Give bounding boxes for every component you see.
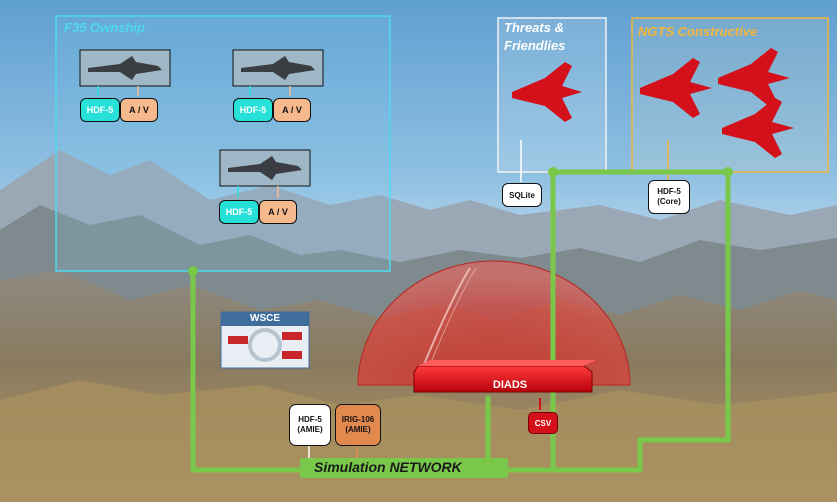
av-storage-1: A / V [120, 98, 158, 122]
hdf5-amie-line2: (AMIE) [297, 425, 323, 434]
irig-amie-line2: (AMIE) [345, 425, 371, 434]
irig-amie-line1: IRIG-106 [341, 415, 375, 424]
f35-ownship-title: F35 Ownship [64, 20, 145, 35]
ngts-constructive-title: NGTS Constructive [638, 24, 758, 39]
csv-storage: CSV [528, 412, 558, 434]
diads-bar [413, 360, 596, 393]
av-storage-2: A / V [273, 98, 311, 122]
f35-jet-3 [219, 149, 311, 187]
hdf5-storage-3: HDF-5 [219, 200, 259, 224]
f35-jet-1 [79, 49, 171, 87]
hdf5-core-line1: HDF-5 [657, 187, 681, 196]
network-nodes [188, 167, 733, 276]
ngts-jets [640, 48, 794, 158]
diads-label: DIADS [492, 379, 528, 391]
simulation-network-bar [300, 458, 508, 478]
threats-friendlies-title-2: Friendlies [504, 38, 566, 53]
threat-jet [512, 62, 582, 122]
wsce-panel [220, 311, 310, 369]
hdf5-storage-2: HDF-5 [233, 98, 273, 122]
diads-dome [357, 260, 631, 386]
wsce-label: WSCE [250, 313, 280, 324]
irig-amie-storage: IRIG-106 (AMIE) [335, 404, 381, 446]
hdf5-core-line2: (Core) [657, 197, 681, 206]
threats-friendlies-title-1: Threats & [504, 20, 564, 35]
f35-jet-2 [232, 49, 324, 87]
simulation-network-label: Simulation NETWORK [314, 459, 462, 475]
hdf5-amie-line1: HDF-5 [298, 415, 322, 424]
sqlite-storage: SQLite [502, 183, 542, 207]
av-storage-3: A / V [259, 200, 297, 224]
hdf5-storage-1: HDF-5 [80, 98, 120, 122]
hdf5-amie-storage: HDF-5 (AMIE) [289, 404, 331, 446]
hdf5-core-storage: HDF-5 (Core) [648, 180, 690, 214]
jet-storage-arrows [97, 86, 291, 198]
